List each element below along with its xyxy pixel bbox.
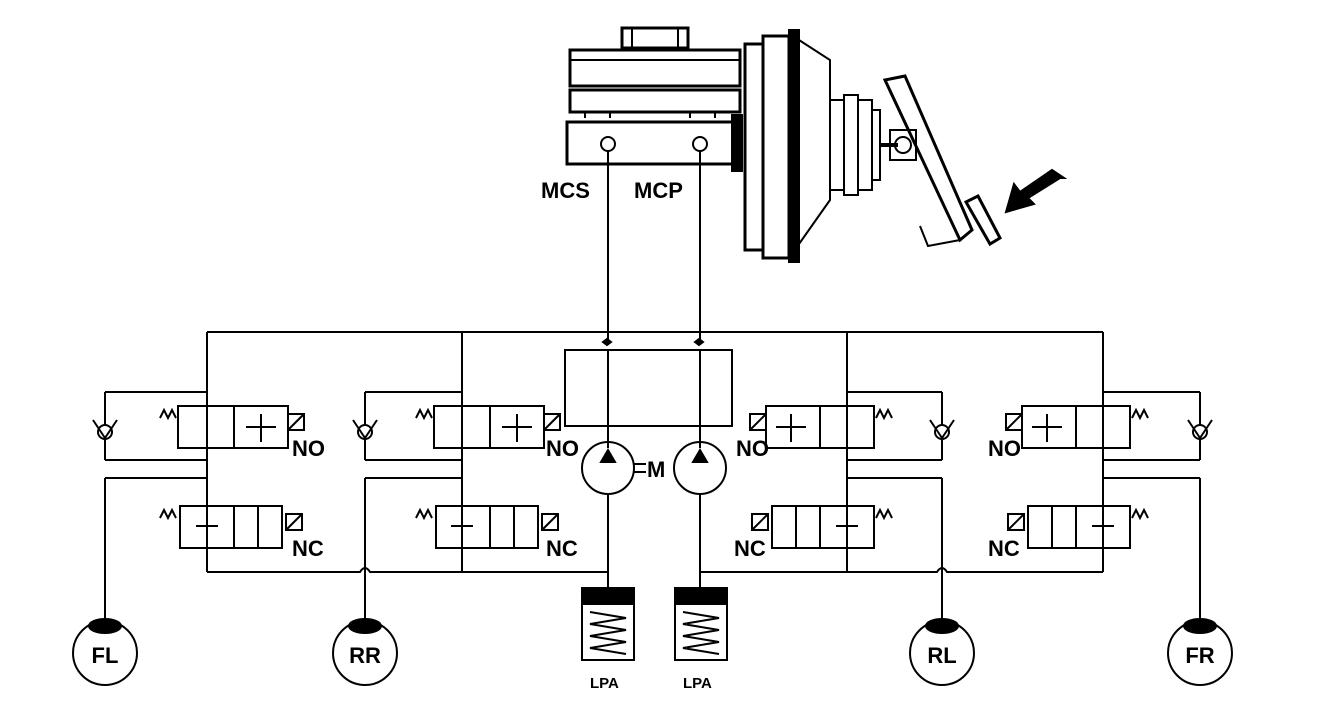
- lpa-right: [674, 587, 728, 661]
- nc-valve-rl: [751, 505, 893, 549]
- label-wheel-fr: FR: [1185, 643, 1214, 668]
- no-valve-fr: [1005, 405, 1149, 449]
- label-nc-rr: NC: [546, 536, 578, 561]
- no-valve-rl: [749, 405, 893, 449]
- lpa-left: [581, 587, 635, 661]
- brake-booster: [743, 29, 898, 263]
- label-wheel-fl: FL: [92, 643, 119, 668]
- damper-chamber: [564, 349, 733, 427]
- no-valve-rr: [415, 405, 561, 449]
- label-nc-fl: NC: [292, 536, 324, 561]
- label-motor: M: [647, 457, 665, 482]
- wheel-fr: [1167, 618, 1233, 686]
- wheel-rr: [332, 618, 398, 686]
- label-no-fr: NO: [988, 436, 1021, 461]
- label-no-fl: NO: [292, 436, 325, 461]
- pump-motor: [581, 441, 727, 495]
- master-cylinder: [565, 26, 743, 172]
- nc-valve-fl: [159, 505, 303, 549]
- label-lpa-left: LPA: [590, 675, 619, 692]
- pedal-force-arrow-icon: [1004, 168, 1068, 214]
- brake-pedal: [882, 74, 1002, 248]
- label-wheel-rr: RR: [349, 643, 381, 668]
- wheel-fl: [72, 618, 138, 686]
- label-mcs: MCS: [541, 178, 590, 203]
- label-nc-rl: NC: [734, 536, 766, 561]
- label-no-rl: NO: [736, 436, 769, 461]
- no-valve-fl: [159, 405, 305, 449]
- label-nc-fr: NC: [988, 536, 1020, 561]
- label-no-rr: NO: [546, 436, 579, 461]
- label-mcp: MCP: [634, 178, 683, 203]
- nc-valve-rr: [415, 505, 559, 549]
- label-wheel-rl: RL: [927, 643, 956, 668]
- wheel-rl: [909, 618, 975, 686]
- label-lpa-right: LPA: [683, 675, 712, 692]
- nc-valve-fr: [1007, 505, 1149, 549]
